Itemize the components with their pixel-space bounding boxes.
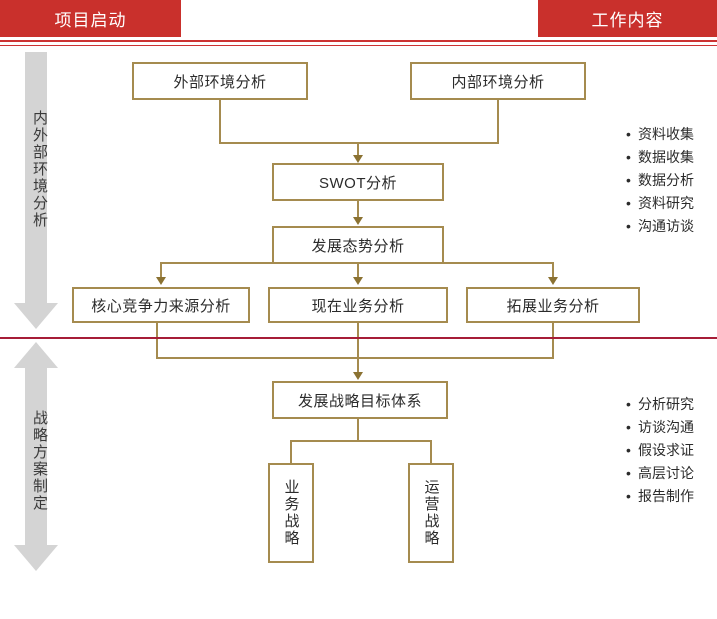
work-content-upper-items: 资料收集 数据收集 数据分析 资料研究 沟通访谈	[626, 123, 717, 238]
list-item: 数据收集	[626, 146, 717, 169]
node-business-strategy[interactable]: 业务战略	[268, 463, 314, 563]
connector-swot-to-trend	[357, 201, 359, 218]
connector-merge-bottom	[156, 357, 554, 359]
node-expansion-business-analysis[interactable]: 拓展业务分析	[466, 287, 640, 323]
connector-goals-down	[357, 419, 359, 441]
arrow-head-up-icon	[14, 342, 58, 368]
banner-work-content-label: 工作内容	[591, 11, 664, 30]
arrowhead-to-goals-icon	[353, 372, 363, 380]
list-item: 分析研究	[626, 393, 717, 416]
connector-business-strategy	[290, 440, 292, 464]
connector-to-swot	[357, 142, 359, 156]
connector-operation-strategy	[430, 440, 432, 464]
node-external-environment-analysis[interactable]: 外部环境分析	[132, 62, 308, 100]
connector-expand-down	[552, 323, 554, 359]
list-item: 沟通访谈	[626, 215, 717, 238]
arrow-shaft	[25, 52, 47, 304]
phase-label-environment-analysis: 内外部环境分析	[31, 110, 48, 229]
arrow-head-down-icon	[14, 545, 58, 571]
node-swot-analysis[interactable]: SWOT分析	[272, 163, 444, 201]
header-rule-secondary	[0, 45, 717, 46]
work-content-list-lower: 分析研究 访谈沟通 假设求证 高层讨论 报告制作	[626, 393, 717, 508]
arrowhead-branch-right-icon	[548, 277, 558, 285]
connector-branch-right	[552, 262, 554, 278]
connector-external-down	[219, 100, 221, 144]
arrowhead-branch-mid-icon	[353, 277, 363, 285]
node-development-trend-analysis[interactable]: 发展态势分析	[272, 226, 444, 264]
connector-to-goals	[357, 357, 359, 373]
connector-current-down	[357, 323, 359, 359]
connector-branch-left	[160, 262, 162, 278]
phase-label-strategy-formulation: 战略方案制定	[31, 410, 48, 512]
list-item: 报告制作	[626, 485, 717, 508]
connector-merge-top	[219, 142, 499, 144]
banner-project-start: 项目启动	[0, 0, 181, 37]
connector-strategy-bar	[290, 440, 432, 442]
connector-branch-mid	[357, 262, 359, 278]
list-item: 数据分析	[626, 169, 717, 192]
list-item: 高层讨论	[626, 462, 717, 485]
node-current-business-analysis[interactable]: 现在业务分析	[268, 287, 448, 323]
arrowhead-to-swot-icon	[353, 155, 363, 163]
banner-project-start-label: 项目启动	[54, 11, 127, 30]
arrow-head-down-icon	[14, 303, 58, 329]
header-rule-primary	[0, 40, 717, 42]
work-content-list-upper: 资料收集 数据收集 数据分析 资料研究 沟通访谈	[626, 123, 717, 238]
phase-divider-rule	[0, 337, 717, 339]
node-core-competence-analysis[interactable]: 核心竞争力来源分析	[72, 287, 250, 323]
arrowhead-to-trend-icon	[353, 217, 363, 225]
arrow-shaft	[25, 366, 47, 546]
arrowhead-branch-left-icon	[156, 277, 166, 285]
node-internal-environment-analysis[interactable]: 内部环境分析	[410, 62, 586, 100]
node-strategy-goal-system[interactable]: 发展战略目标体系	[272, 381, 448, 419]
list-item: 资料研究	[626, 192, 717, 215]
connector-core-down	[156, 323, 158, 359]
list-item: 资料收集	[626, 123, 717, 146]
work-content-lower-items: 分析研究 访谈沟通 假设求证 高层讨论 报告制作	[626, 393, 717, 508]
connector-internal-down	[497, 100, 499, 144]
list-item: 访谈沟通	[626, 416, 717, 439]
banner-work-content: 工作内容	[538, 0, 717, 37]
list-item: 假设求证	[626, 439, 717, 462]
node-operation-strategy[interactable]: 运营战略	[408, 463, 454, 563]
